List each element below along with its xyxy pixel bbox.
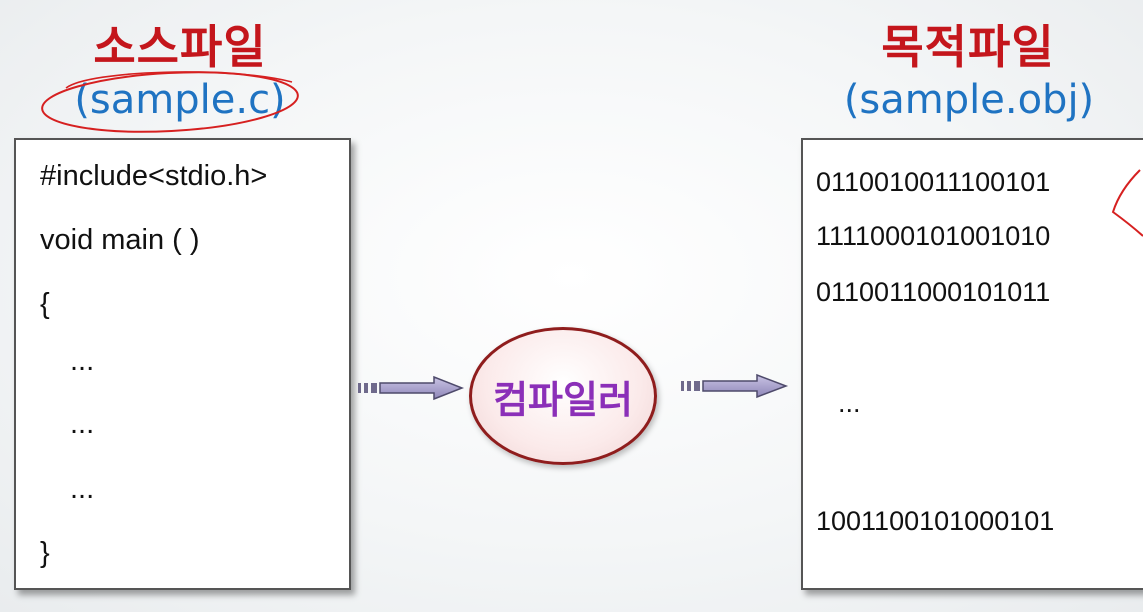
source-file-title: 소스파일: [93, 20, 267, 74]
object-code-box: [801, 138, 1143, 590]
code-line: {: [40, 288, 50, 320]
binary-line: 1001100101000101: [816, 506, 1055, 536]
object-file-title: 목적파일: [881, 20, 1055, 74]
code-line: ...: [70, 408, 95, 440]
arrow-compiler-to-object: [681, 373, 789, 399]
source-filename: (sample.c): [74, 77, 286, 123]
code-line: ...: [70, 345, 95, 377]
code-line: ...: [70, 473, 95, 505]
binary-line: 1111000101001010: [816, 221, 1051, 251]
annotation-bracket: [1111, 169, 1143, 237]
binary-line: 0110011000101011: [816, 277, 1051, 307]
annotation-circle: [41, 71, 299, 133]
compiler-node: 컴파일러: [469, 327, 657, 465]
code-line: void main ( ): [40, 224, 200, 256]
source-code-box: [14, 138, 351, 590]
code-line: #include<stdio.h>: [40, 160, 268, 192]
code-line: }: [40, 537, 50, 569]
arrow-source-to-compiler: [358, 375, 465, 401]
binary-line: ...: [838, 388, 861, 418]
annotation-circle-tail: [65, 71, 293, 89]
object-filename: (sample.obj): [843, 77, 1095, 123]
binary-line: 0110010011100101: [816, 167, 1051, 197]
compiler-label: 컴파일러: [493, 377, 633, 422]
